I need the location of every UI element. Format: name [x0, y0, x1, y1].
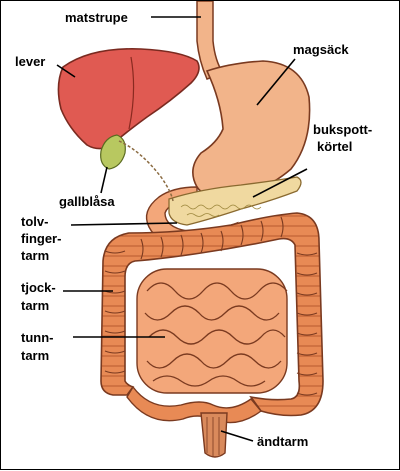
label-tunntarm-line2: tarm: [21, 348, 50, 363]
label-tolvfingertarm-line3: tarm: [21, 248, 50, 263]
label-tunntarm-line1: tunn-: [21, 330, 54, 345]
gallbladder: [100, 134, 126, 170]
liver: [57, 48, 200, 150]
label-bukspottkortel-line1: bukspott-: [313, 122, 373, 137]
rectum: [200, 412, 228, 458]
label-tolvfingertarm-line1: tolv-: [21, 214, 49, 229]
label-tjocktarm-line1: tjock-: [21, 280, 56, 295]
label-tjocktarm-line2: tarm: [21, 298, 50, 313]
label-tolvfingertarm-line2: finger-: [21, 231, 62, 246]
leader-lines: [56, 16, 308, 442]
label-magsack: magsäck: [293, 42, 349, 57]
label-matstrupe: matstrupe: [65, 10, 128, 25]
label-andtarm: ändtarm: [257, 434, 309, 449]
label-lever: lever: [15, 54, 46, 69]
small-intestine: [136, 268, 288, 394]
label-gallblasa: gallblåsa: [59, 194, 115, 209]
label-bukspottkortel-line2: körtel: [317, 139, 353, 154]
